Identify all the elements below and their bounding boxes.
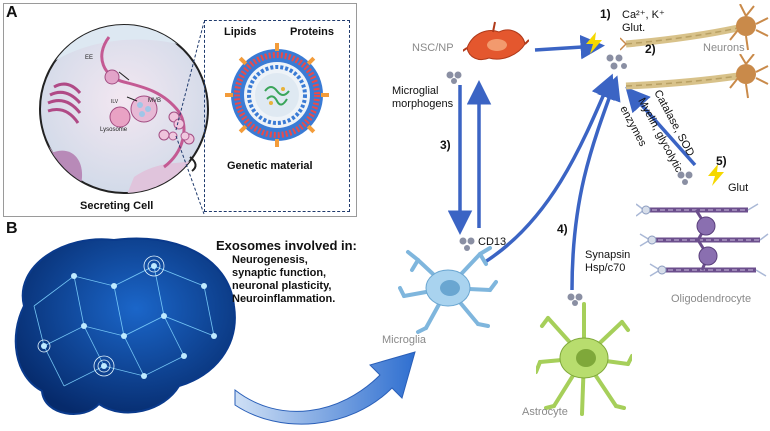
label-mvb: MVB xyxy=(148,98,162,104)
label-genetic-material: Genetic material xyxy=(227,160,313,172)
exosome-role-1: Neurogenesis, xyxy=(232,254,308,266)
exosome-cluster-5 xyxy=(677,171,693,185)
exosome-roles-heading: Exosomes involved in: xyxy=(216,238,357,253)
pathway-1-number: 1) xyxy=(600,7,611,21)
neuron-icon-bottom xyxy=(625,54,769,99)
secreting-cell-label: Secreting Cell xyxy=(80,200,154,212)
pathway-arrows xyxy=(447,34,697,291)
released-exosomes xyxy=(168,118,190,141)
exosome-role-2: synaptic function, xyxy=(232,267,327,279)
exosome-cluster-3 xyxy=(459,237,475,251)
exosome-zoom-box xyxy=(204,20,350,212)
label-microglia: Microglia xyxy=(382,334,427,346)
lightning-icon-5 xyxy=(708,164,724,186)
label-neurons: Neurons xyxy=(703,42,745,54)
exosome-cluster-2 xyxy=(606,54,627,70)
oligodendrocyte-cell-icon xyxy=(636,203,769,277)
label-proteins: Proteins xyxy=(290,26,335,38)
pathway-4-text-b: Hsp/c70 xyxy=(585,262,626,274)
pathway-3-number: 3) xyxy=(440,138,451,152)
astrocyte-cell-icon xyxy=(536,302,632,416)
label-oligodendrocyte: Oligodendrocyte xyxy=(671,293,752,305)
secreting-cell-illustration xyxy=(39,24,209,194)
pathway-4-number: 4) xyxy=(557,222,568,236)
pathway-5-glut: Glut xyxy=(728,182,749,194)
pathway-4-text-a: Synapsin xyxy=(585,249,631,261)
pathway-1-glut: Glut. xyxy=(622,22,646,34)
exosome-role-3: neuronal plasticity, xyxy=(232,280,332,292)
neuron-icon-top xyxy=(620,4,769,51)
label-ee: EE xyxy=(85,55,94,61)
label-cd13: CD13 xyxy=(478,236,507,248)
brain-network-illustration xyxy=(14,237,236,415)
panel-a-frame xyxy=(3,3,357,217)
microglia-cell-icon xyxy=(398,246,498,334)
pathway-5-number: 5) xyxy=(716,154,727,168)
nsc-cell-icon xyxy=(463,21,529,61)
exosome-role-4: Neuroinflammation. xyxy=(232,293,336,305)
label-astrocyte: Astrocyte xyxy=(522,406,568,418)
label-lysosome: Lysosome xyxy=(100,127,128,133)
panel-a-letter: A xyxy=(6,4,18,21)
exosome-structure-icon xyxy=(225,43,329,147)
panel-b-letter: B xyxy=(6,220,18,237)
exosome-cluster-1 xyxy=(446,71,462,84)
pathway-1-ions: Ca²⁺, K⁺ xyxy=(622,9,665,21)
label-ilv: ILV xyxy=(111,99,119,105)
big-curved-arrow xyxy=(234,351,416,425)
pathway-2-number: 2) xyxy=(645,42,656,56)
zoom-lines xyxy=(175,21,205,215)
pathway-3-text-b: morphogens xyxy=(392,98,454,110)
exosome-cluster-4 xyxy=(567,293,583,306)
pathway-3-text-a: Microglial xyxy=(392,85,439,97)
label-nsc-np: NSC/NP xyxy=(412,42,454,54)
label-lipids: Lipids xyxy=(224,26,257,38)
lightning-icon-1 xyxy=(586,32,602,54)
